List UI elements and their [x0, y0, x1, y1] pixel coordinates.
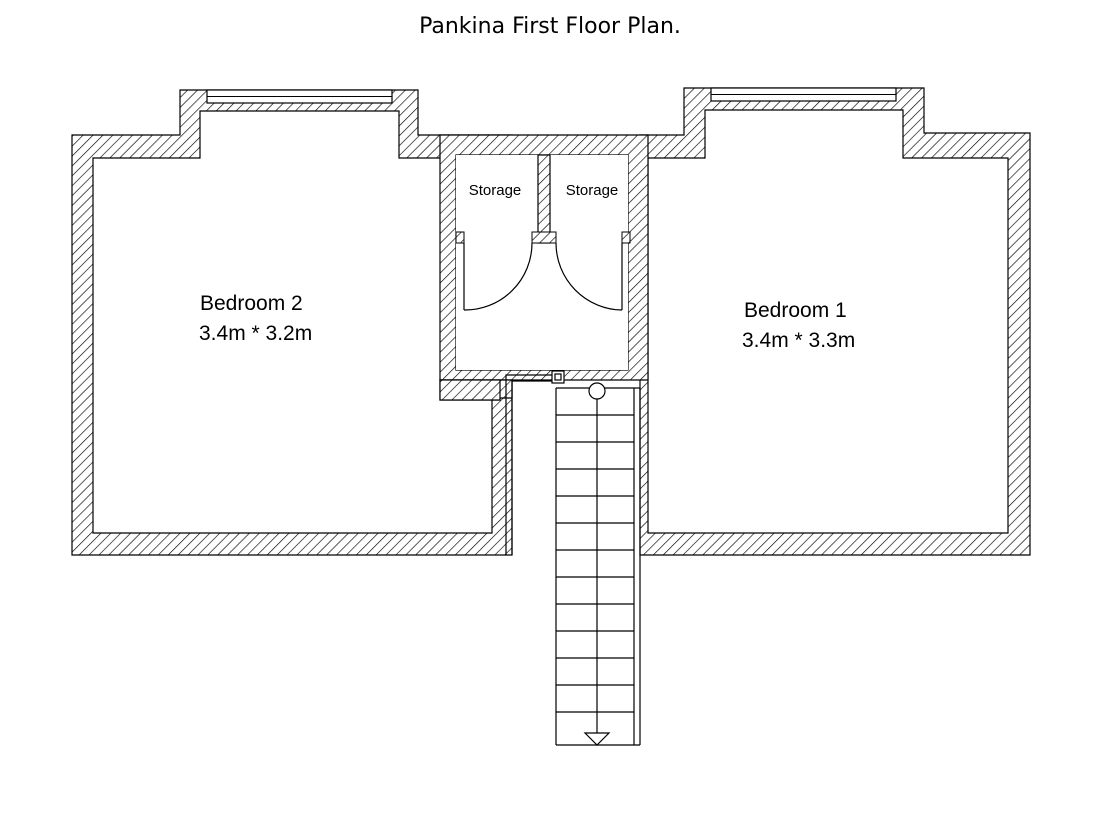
- storage-door-right: [555, 242, 623, 311]
- plan-title: Pankina First Floor Plan.: [419, 14, 681, 39]
- door-jamb-left: [455, 231, 465, 244]
- door-jamb-mid: [531, 231, 557, 244]
- storage-left-label: Storage: [469, 182, 522, 199]
- stair-rail: [505, 370, 565, 555]
- bedroom-2-name: Bedroom 2: [200, 292, 303, 315]
- storage-right-label: Storage: [566, 182, 619, 199]
- storage-door-left: [463, 242, 533, 311]
- door-jamb-right: [621, 231, 631, 244]
- bedroom-2-window: [206, 89, 393, 104]
- bedroom-1-size: 3.4m * 3.3m: [742, 329, 855, 352]
- storage-divider: [537, 154, 551, 244]
- bedroom-1-window: [710, 87, 897, 102]
- bedroom-1-name: Bedroom 1: [744, 299, 847, 322]
- bedroom-1-wall: [639, 87, 1031, 556]
- bedroom-2-size: 3.4m * 3.2m: [199, 322, 312, 345]
- staircase: [555, 382, 641, 746]
